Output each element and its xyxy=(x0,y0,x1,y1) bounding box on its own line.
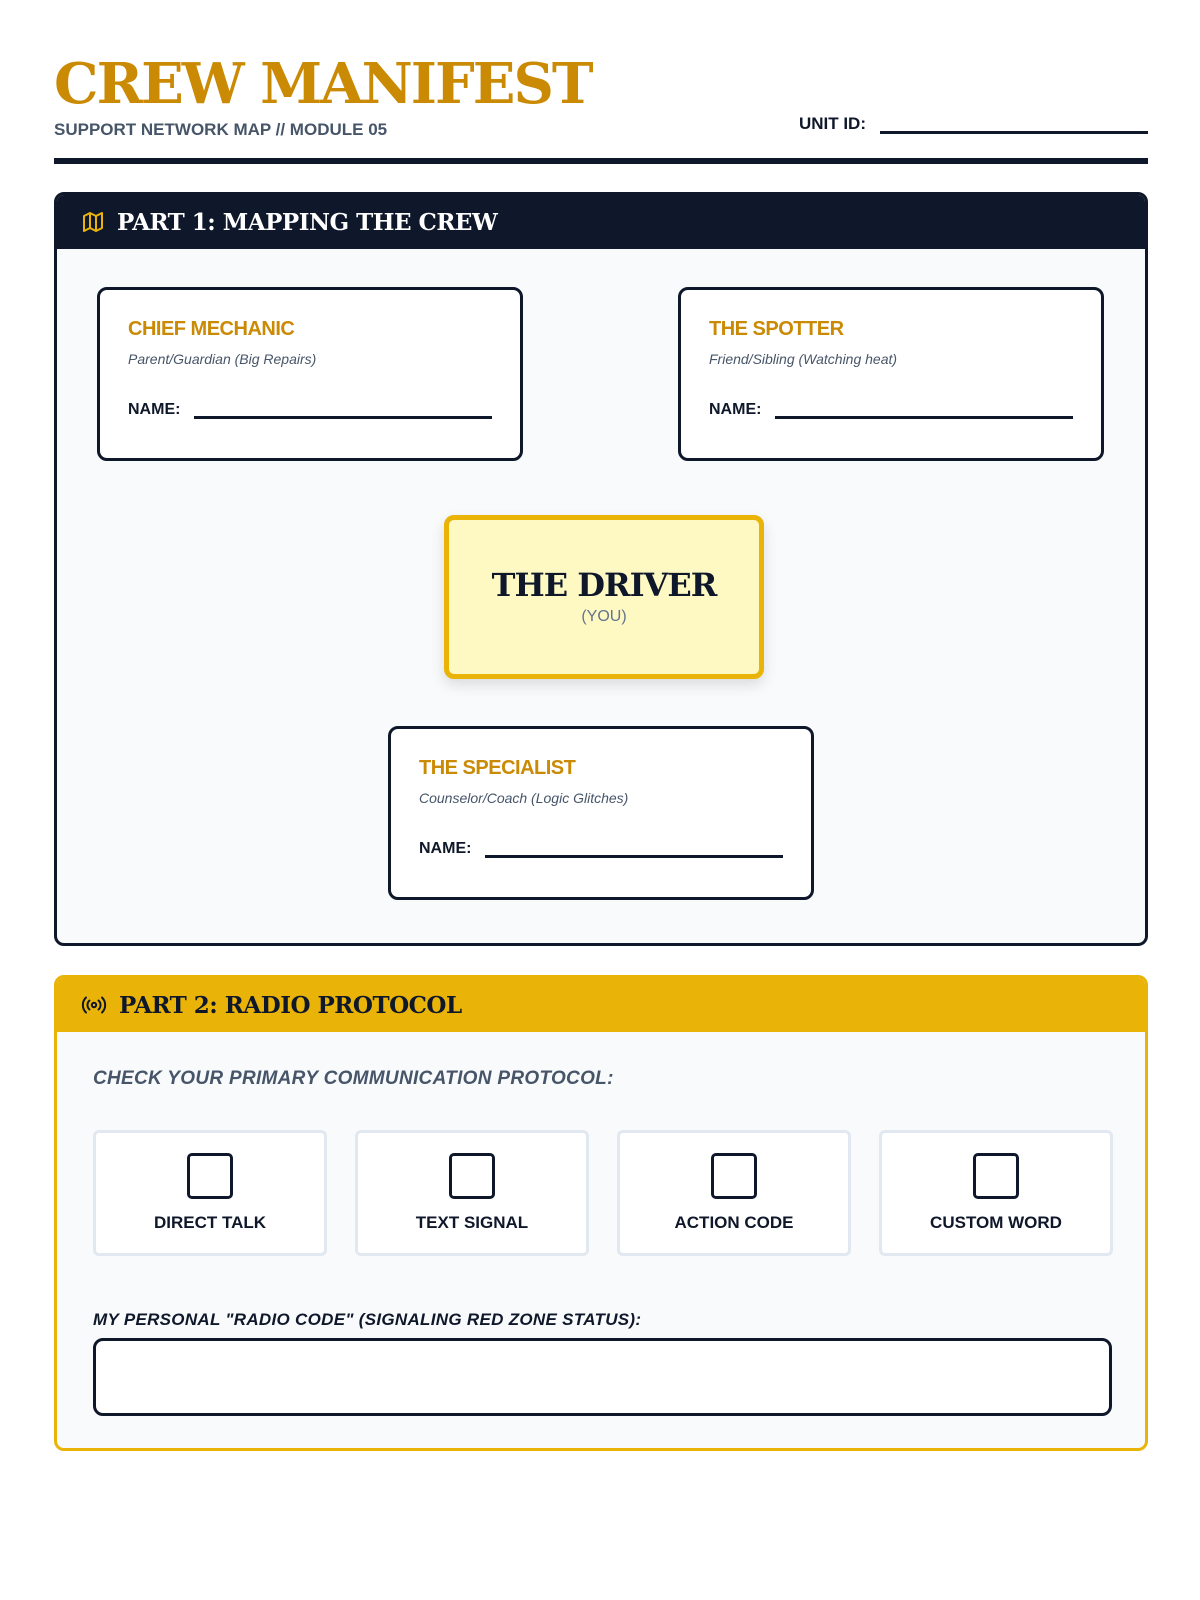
page-title: CREW MANIFEST xyxy=(54,51,594,117)
page-header: CREW MANIFEST SUPPORT NETWORK MAP // MOD… xyxy=(54,52,1148,164)
name-input-line[interactable] xyxy=(194,393,492,419)
card-desc: Parent/Guardian (Big Repairs) xyxy=(128,351,317,367)
card-role: CHIEF MECHANIC xyxy=(128,318,295,340)
driver-card: THE DRIVER (YOU) xyxy=(444,515,764,679)
checkbox[interactable] xyxy=(449,1153,495,1199)
name-input-line[interactable] xyxy=(485,832,783,858)
name-label: NAME: xyxy=(419,840,472,857)
option-label: CUSTOM WORD xyxy=(930,1213,1062,1232)
part2-title: PART 2: RADIO PROTOCOL xyxy=(119,991,462,1019)
page-subtitle: SUPPORT NETWORK MAP // MODULE 05 xyxy=(54,120,388,139)
option-label: ACTION CODE xyxy=(674,1213,794,1232)
part2-header: PART 2: RADIO PROTOCOL xyxy=(57,978,1145,1032)
part1-title: PART 1: MAPPING THE CREW xyxy=(117,208,498,236)
option-action-code[interactable]: ACTION CODE xyxy=(617,1130,851,1256)
crew-card-spotter: THE SPOTTER Friend/Sibling (Watching hea… xyxy=(678,287,1104,461)
part1-header: PART 1: MAPPING THE CREW xyxy=(57,195,1145,249)
part2-section: PART 2: RADIO PROTOCOL CHECK YOUR PRIMAR… xyxy=(54,975,1148,1451)
name-label: NAME: xyxy=(709,401,762,418)
card-desc: Counselor/Coach (Logic Glitches) xyxy=(419,790,629,806)
checkbox[interactable] xyxy=(187,1153,233,1199)
part1-section: PART 1: MAPPING THE CREW CHIEF MECHANIC … xyxy=(54,192,1148,946)
card-role: THE SPOTTER xyxy=(709,318,844,340)
crew-card-chief-mechanic: CHIEF MECHANIC Parent/Guardian (Big Repa… xyxy=(97,287,523,461)
option-custom-word[interactable]: CUSTOM WORD xyxy=(879,1130,1113,1256)
radio-code-label: MY PERSONAL "RADIO CODE" (SIGNALING RED … xyxy=(93,1310,642,1329)
name-label: NAME: xyxy=(128,401,181,418)
option-text-signal[interactable]: TEXT SIGNAL xyxy=(355,1130,589,1256)
unit-id-field[interactable]: UNIT ID: xyxy=(799,114,1148,134)
option-direct-talk[interactable]: DIRECT TALK xyxy=(93,1130,327,1256)
unit-id-label: UNIT ID: xyxy=(798,114,866,133)
unit-id-line[interactable] xyxy=(880,116,1148,134)
driver-title: THE DRIVER xyxy=(491,566,718,604)
checkbox[interactable] xyxy=(711,1153,757,1199)
card-desc: Friend/Sibling (Watching heat) xyxy=(709,351,898,367)
option-label: DIRECT TALK xyxy=(153,1213,267,1232)
card-role: THE SPECIALIST xyxy=(419,757,576,779)
name-input-line[interactable] xyxy=(775,393,1073,419)
crew-card-specialist: THE SPECIALIST Counselor/Coach (Logic Gl… xyxy=(388,726,814,900)
protocol-question: CHECK YOUR PRIMARY COMMUNICATION PROTOCO… xyxy=(93,1068,614,1089)
option-label: TEXT SIGNAL xyxy=(415,1213,529,1232)
radio-broadcast-icon xyxy=(81,996,107,1014)
map-icon xyxy=(83,212,103,232)
radio-code-input[interactable] xyxy=(93,1338,1112,1416)
checkbox[interactable] xyxy=(973,1153,1019,1199)
driver-sub: (YOU) xyxy=(581,608,627,625)
